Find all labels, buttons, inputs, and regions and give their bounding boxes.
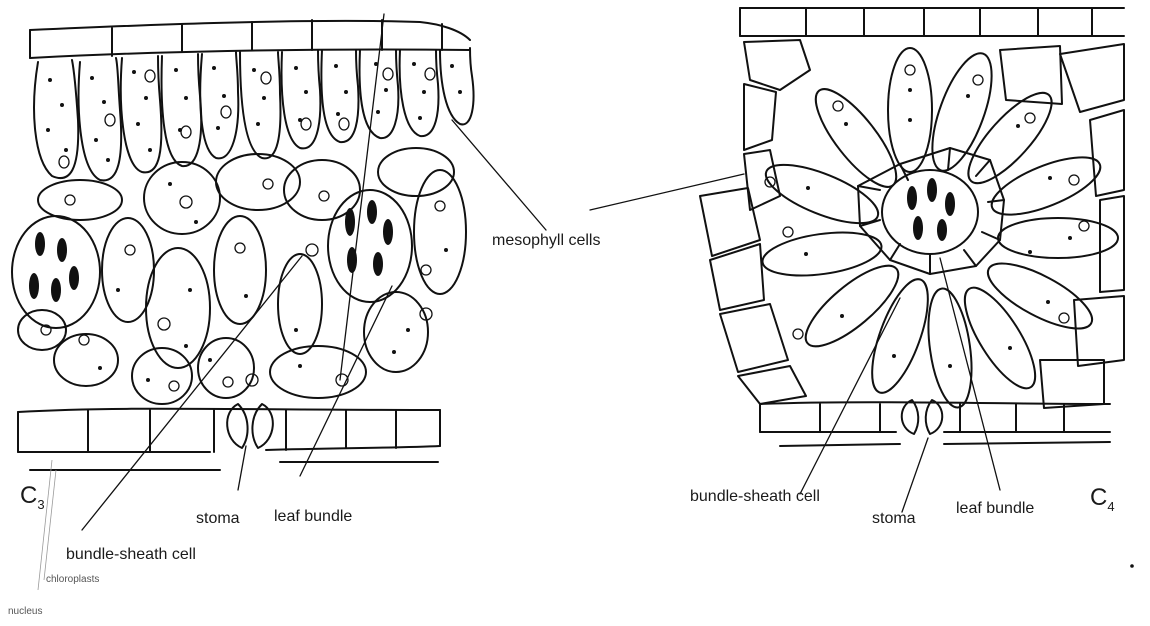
label-nucleus: nucleus (8, 606, 42, 617)
c3-letter: C (20, 482, 37, 509)
c3-palisade-nuclei (59, 68, 435, 168)
label-leaf-bundle-c3: leaf bundle (274, 508, 352, 526)
label-bundle-sheath-c3: bundle-sheath cell (66, 546, 196, 564)
c4-leaf-section (590, 8, 1134, 568)
label-bundle-sheath-c4: bundle-sheath cell (690, 488, 820, 506)
c3-stoma (227, 404, 273, 448)
c3-subscript: 3 (37, 497, 44, 512)
c3-spongy-mesophyll (18, 148, 466, 404)
c4-lower-epidermis (760, 402, 1110, 446)
c3-leaf-section (12, 14, 546, 590)
c4-letter: C (1090, 484, 1107, 511)
label-mesophyll-cells: mesophyll cells (492, 232, 600, 250)
c4-bundle-sheath (858, 148, 1004, 274)
label-stoma-c4: stoma (872, 510, 916, 528)
label-c4: C4 (1090, 484, 1115, 514)
label-stoma-c3: stoma (196, 510, 240, 528)
c4-subscript: 4 (1107, 499, 1114, 514)
c3-lower-epidermis (18, 409, 440, 470)
label-c3: C3 (20, 482, 45, 512)
stray-dot (1130, 564, 1134, 568)
c3-vascular-bundle-left (12, 216, 100, 328)
c4-upper-epidermis (740, 8, 1124, 36)
c3-spongy-nuclei (41, 179, 445, 391)
c3-palisade-layer (34, 48, 473, 180)
label-leaf-bundle-c4: leaf bundle (956, 500, 1034, 518)
c3-upper-epidermis (30, 20, 470, 58)
c3-faint-leaders (38, 460, 56, 590)
c3-vascular-bundle-right (328, 190, 412, 302)
c4-outer-mesophyll (700, 40, 1124, 408)
c4-vascular-bundle (882, 170, 978, 254)
c3-spongy-chloroplasts (98, 182, 448, 382)
label-chloroplasts: chloroplasts (46, 574, 99, 585)
c4-stoma (902, 400, 943, 434)
